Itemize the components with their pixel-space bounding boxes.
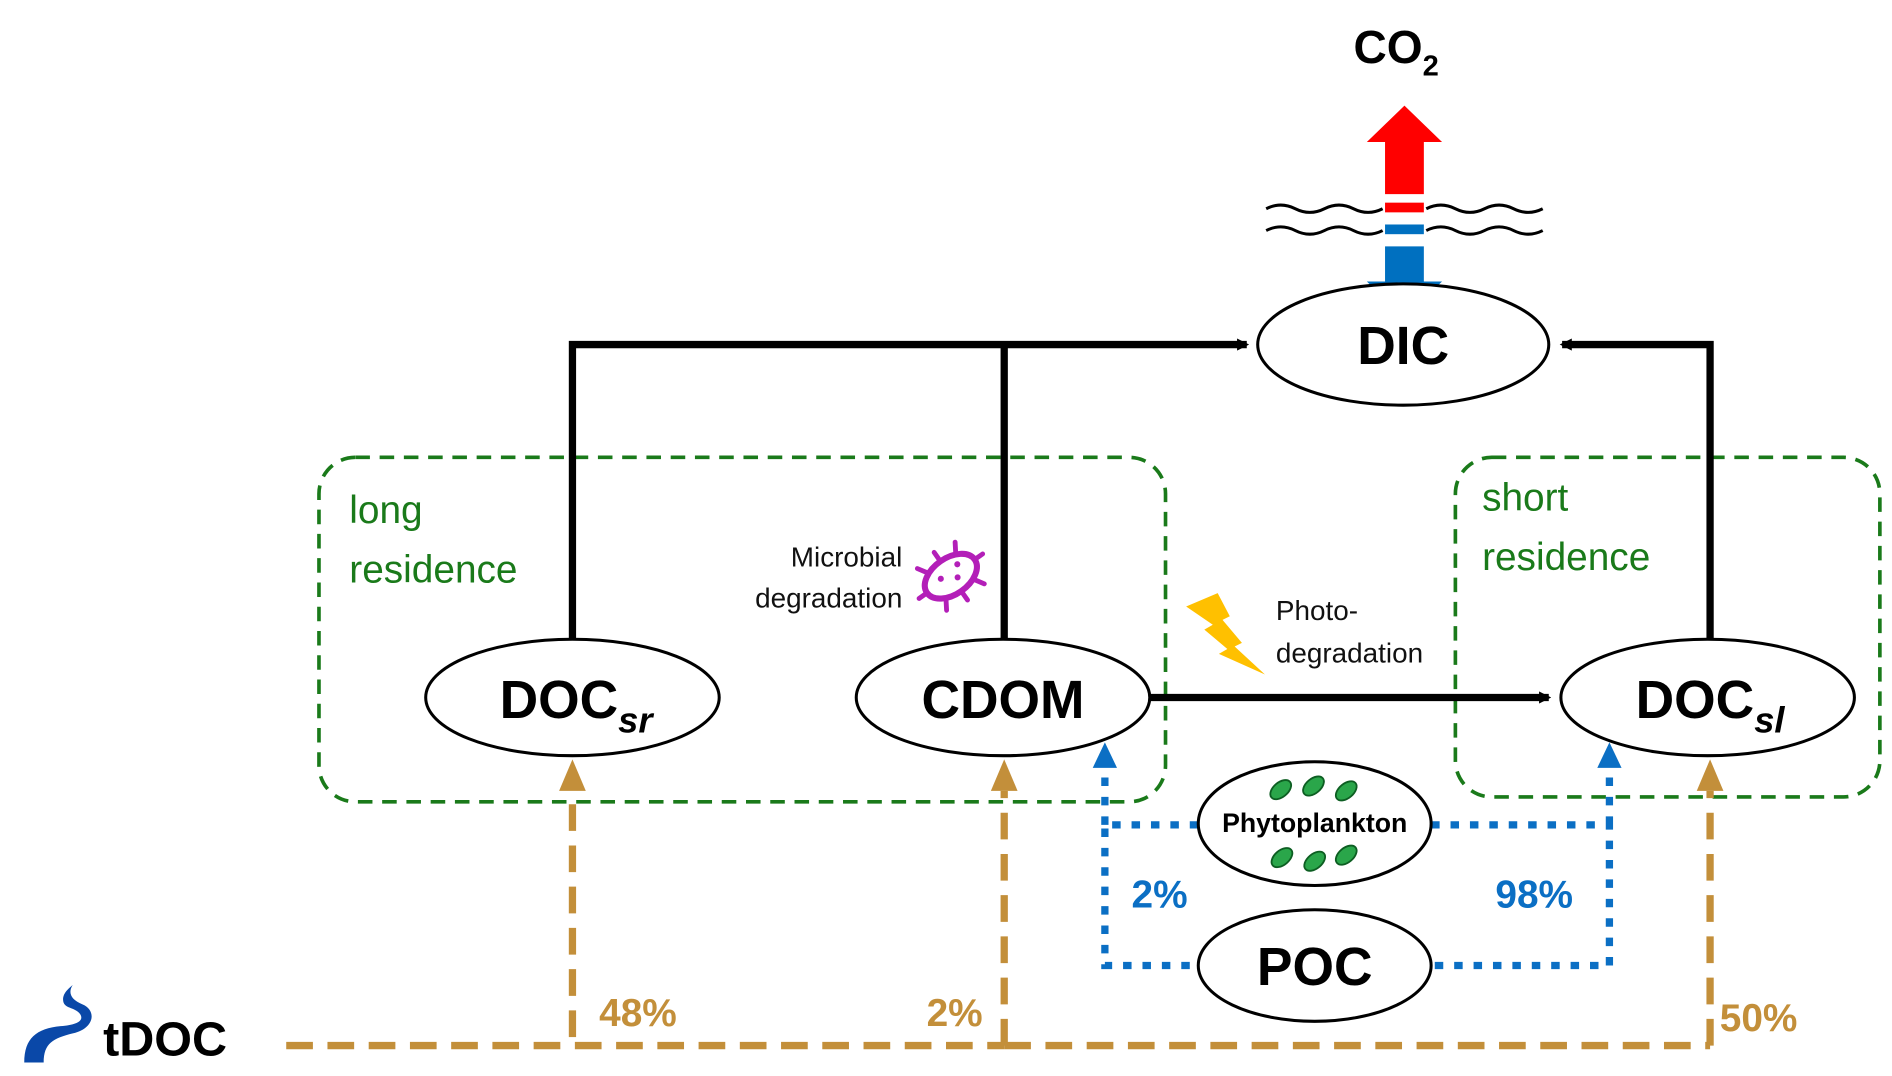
tdoc-to-doc-sr-percent: 48% xyxy=(599,992,677,1035)
water-surface-icon xyxy=(1265,203,1544,236)
tdoc-to-doc-sl-percent: 50% xyxy=(1720,997,1798,1040)
tdoc-flows xyxy=(286,790,1714,1050)
phyto-to-doc-sl-flow xyxy=(1431,766,1614,970)
phyto-to-doc-sl-percent: 98% xyxy=(1495,873,1573,916)
phytoplankton-node[interactable]: Phytoplankton xyxy=(1196,760,1433,887)
phytoplankton-cells-icon xyxy=(1269,775,1358,872)
flows-to-dic xyxy=(568,338,1714,704)
photo-degradation-label: Photo-degradation xyxy=(1276,595,1423,668)
lightning-icon xyxy=(1186,593,1265,675)
tdoc-to-cdom-arrowhead xyxy=(990,759,1018,791)
doc-sr-label: DOCsr xyxy=(500,671,655,741)
phyto-flows xyxy=(1101,766,1614,970)
poc-label: POC xyxy=(1257,938,1373,997)
river-icon xyxy=(24,984,92,1063)
doc-sl-node[interactable]: DOCsl xyxy=(1559,637,1856,758)
poc-node[interactable]: POC xyxy=(1196,908,1433,1023)
phyto-to-doc-sl-arrowhead xyxy=(1597,742,1622,768)
phyto-to-cdom-arrowhead xyxy=(1092,742,1118,768)
co2-label: CO2 xyxy=(1354,21,1439,82)
tdoc-label: tDOC xyxy=(103,1012,227,1066)
doc-sl-to-dic-flow xyxy=(1559,338,1714,641)
phyto-to-cdom-flow xyxy=(1101,766,1199,970)
tdoc-to-cdom-percent: 2% xyxy=(927,992,983,1035)
phyto-to-cdom-percent: 2% xyxy=(1132,873,1188,916)
cdom-node[interactable]: CDOM xyxy=(854,637,1152,758)
cdom-label: CDOM xyxy=(921,671,1084,730)
dic-node[interactable]: DIC xyxy=(1256,282,1551,407)
co2-uptake-arrow xyxy=(1366,246,1443,318)
short-residence-box xyxy=(1453,455,1882,799)
microbe-icon xyxy=(914,539,987,613)
co2-outgassing-arrow xyxy=(1366,105,1443,195)
phytoplankton-label: Phytoplankton xyxy=(1222,808,1407,838)
tdoc-to-doc-sl-arrowhead xyxy=(1696,759,1724,791)
doc-sl-label: DOCsl xyxy=(1636,671,1786,741)
dic-label: DIC xyxy=(1357,317,1449,376)
co2-exchange-icon xyxy=(1265,105,1544,318)
tdoc-to-doc-sr-arrowhead xyxy=(559,759,586,791)
doc-sr-to-dic-flow xyxy=(568,338,1250,641)
doc-sr-node[interactable]: DOCsr xyxy=(424,637,721,758)
